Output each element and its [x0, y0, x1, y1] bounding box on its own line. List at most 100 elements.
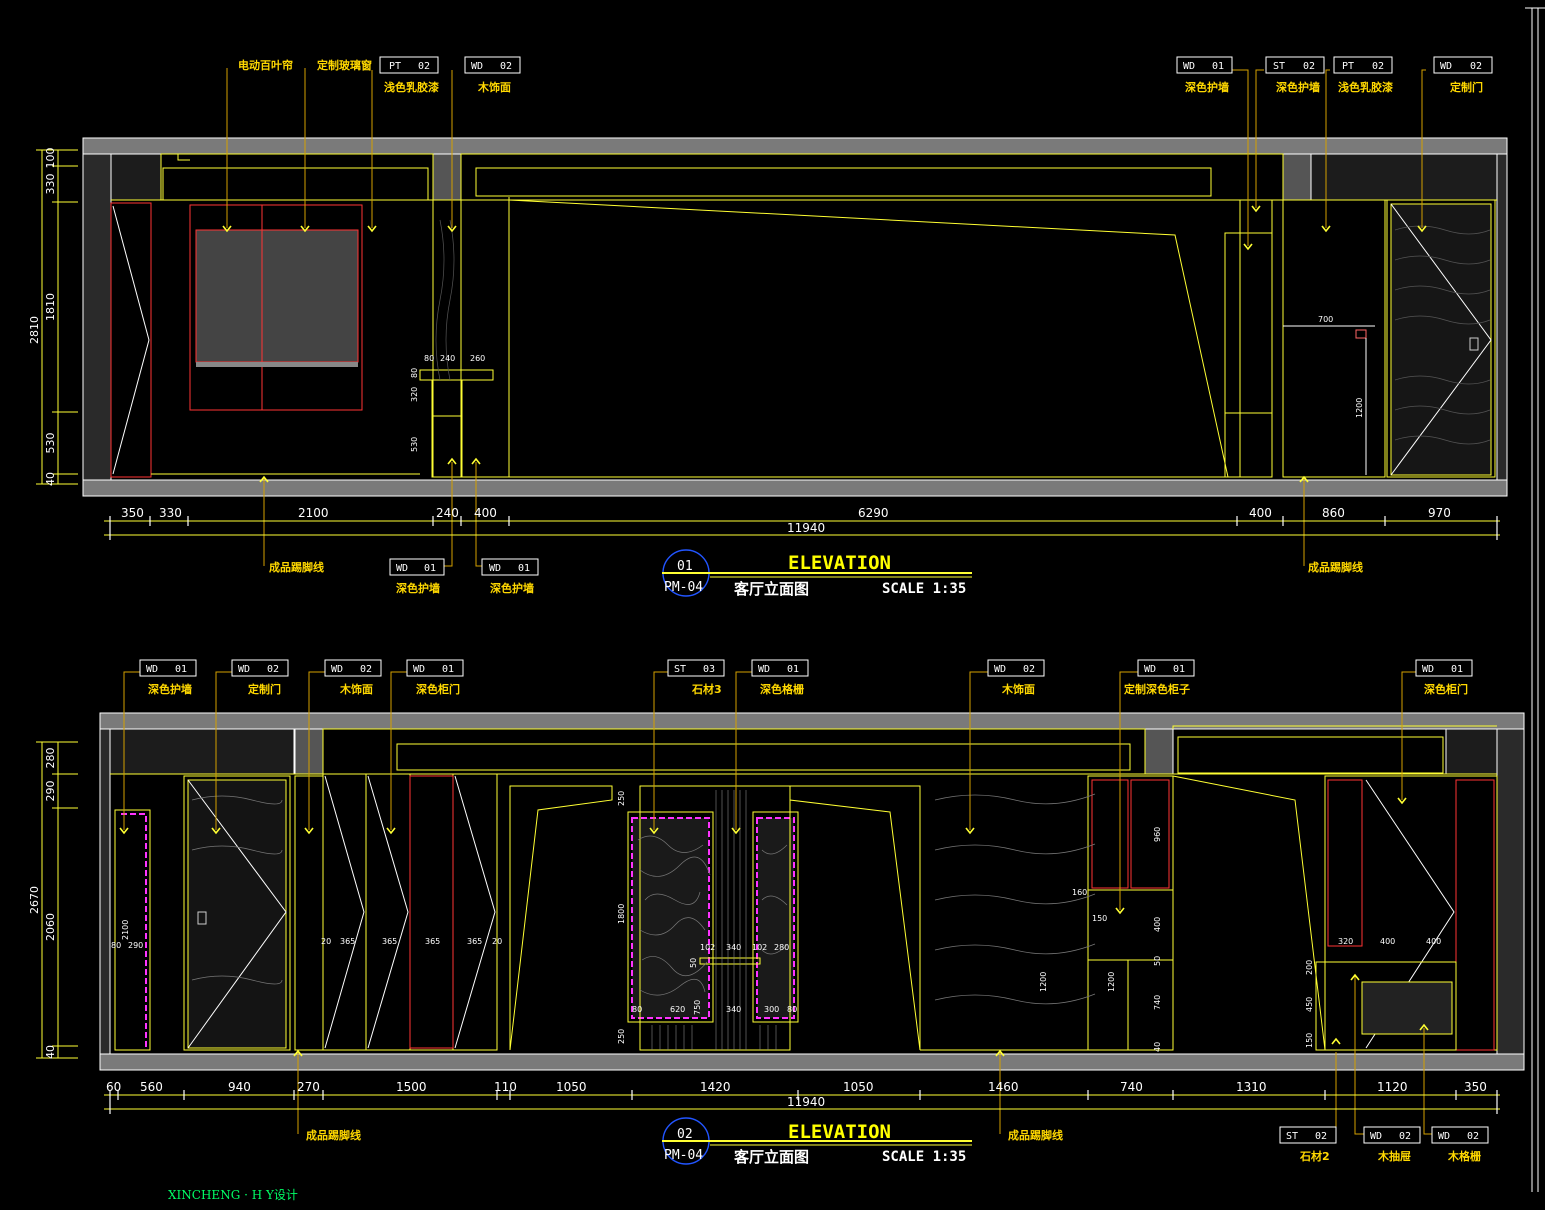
tag-code: WD	[331, 664, 343, 675]
small-dim: 200	[1305, 960, 1314, 975]
dim: 1460	[988, 1080, 1019, 1094]
e1-title-block: 01 PM-04 ELEVATION 客厅立面图 SCALE 1:35	[664, 552, 966, 598]
vdim: 2060	[44, 913, 57, 941]
scale: SCALE 1:35	[882, 581, 966, 597]
tag-num: 01	[442, 664, 454, 675]
small-dim: 300	[764, 1005, 779, 1014]
tag-code: WD	[1370, 1131, 1382, 1142]
tag-code: WD	[238, 664, 250, 675]
tag-code: PT	[389, 61, 401, 72]
elevation-title-cn: 客厅立面图	[733, 1148, 809, 1166]
small-dim: 250	[617, 1029, 626, 1044]
small-dim: 320	[410, 387, 419, 402]
small-dim: 365	[340, 937, 355, 946]
vdim: 40	[44, 472, 57, 486]
tag-label: 定制深色柜子	[1124, 682, 1190, 696]
tag-code: WD	[994, 664, 1006, 675]
tag-num: 02	[418, 61, 430, 72]
dim: 400	[474, 506, 497, 520]
small-dim: 340	[726, 1005, 741, 1014]
tag-label: 深色护墙	[490, 581, 534, 595]
tag-num: 02	[1303, 61, 1315, 72]
small-dim: 80	[424, 354, 434, 363]
small-dim: 400	[1380, 937, 1395, 946]
small-dim: 260	[470, 354, 485, 363]
elevation-title: ELEVATION	[788, 1121, 891, 1143]
vdim: 40	[44, 1045, 57, 1059]
small-dim: 365	[467, 937, 482, 946]
dim: 270	[297, 1080, 320, 1094]
small-dim: 2100	[121, 920, 130, 940]
dim: 1500	[396, 1080, 427, 1094]
dim: 560	[140, 1080, 163, 1094]
tag-label: 深色格栅	[760, 682, 804, 696]
small-dim: 150	[1305, 1033, 1314, 1048]
tag-code: WD	[1144, 664, 1156, 675]
tag-label: 深色护墙	[396, 581, 440, 595]
dim: 60	[106, 1080, 121, 1094]
footer-credit: XINCHENG · H Y设计	[168, 1188, 298, 1202]
small-dim: 530	[410, 437, 419, 452]
drawing-frame	[1525, 7, 1545, 1192]
tag-label: 深色柜门	[416, 682, 460, 696]
tag-label: 深色护墙	[1276, 80, 1320, 94]
tag-num: 03	[703, 664, 715, 675]
dim: 970	[1428, 506, 1451, 520]
small-dim: 50	[689, 958, 698, 968]
tag-code: WD	[1440, 61, 1452, 72]
small-dim: 620	[670, 1005, 685, 1014]
dim: 110	[494, 1080, 517, 1094]
vdim: 530	[44, 433, 57, 454]
tag-code: PT	[1342, 61, 1354, 72]
small-dim: 80	[111, 941, 121, 950]
small-dim: 102	[700, 943, 715, 952]
dim: 940	[228, 1080, 251, 1094]
elevation-title: ELEVATION	[788, 552, 891, 574]
tag-label: 电动百叶帘	[238, 58, 293, 72]
small-dim: 40	[1153, 1042, 1162, 1052]
dim: 740	[1120, 1080, 1143, 1094]
tag-num: 02	[1372, 61, 1384, 72]
elevation-number: 02	[677, 1127, 693, 1142]
tag-label: 定制门	[248, 682, 281, 696]
small-dim: 250	[617, 791, 626, 806]
vdim: 290	[44, 781, 57, 802]
tag-code: WD	[1422, 664, 1434, 675]
dim: 1120	[1377, 1080, 1408, 1094]
dim-total: 11940	[787, 1095, 825, 1109]
tag-code: WD	[758, 664, 770, 675]
tag-num: 02	[1467, 1131, 1479, 1142]
small-dim: 80	[787, 1005, 797, 1014]
tag-code: WD	[396, 563, 408, 574]
small-dim: 1200	[1355, 398, 1364, 418]
small-dim: 102	[752, 943, 767, 952]
elevation-02	[36, 671, 1525, 1165]
vdim: 330	[44, 174, 57, 195]
small-dim: 240	[440, 354, 455, 363]
vdim: 2810	[28, 316, 41, 344]
tag-code: WD	[413, 664, 425, 675]
dim: 350	[1464, 1080, 1487, 1094]
small-dim: 340	[726, 943, 741, 952]
tag-label: 木饰面	[1001, 682, 1035, 696]
small-dim: 320	[1338, 937, 1353, 946]
small-dim: 150	[1092, 914, 1107, 923]
sheet-ref: PM-04	[664, 1148, 703, 1163]
tag-code: WD	[146, 664, 158, 675]
skirting-label: 成品踢脚线	[1008, 1128, 1063, 1142]
tag-code: ST	[674, 664, 686, 675]
tag-label: 定制玻璃窗	[317, 58, 372, 72]
tag-label: 浅色乳胶漆	[384, 80, 439, 94]
vdim: 1810	[44, 293, 57, 321]
small-dim: 280	[774, 943, 789, 952]
small-dim: 1200	[1107, 972, 1116, 992]
small-dim: 740	[1153, 995, 1162, 1010]
dim: 400	[1249, 506, 1272, 520]
tag-num: 02	[1023, 664, 1035, 675]
dim: 1050	[843, 1080, 874, 1094]
small-dim: 450	[1305, 997, 1314, 1012]
tag-code: WD	[489, 563, 501, 574]
dim: 350	[121, 506, 144, 520]
tag-label: 深色护墙	[1185, 80, 1229, 94]
small-dim: 20	[492, 937, 502, 946]
